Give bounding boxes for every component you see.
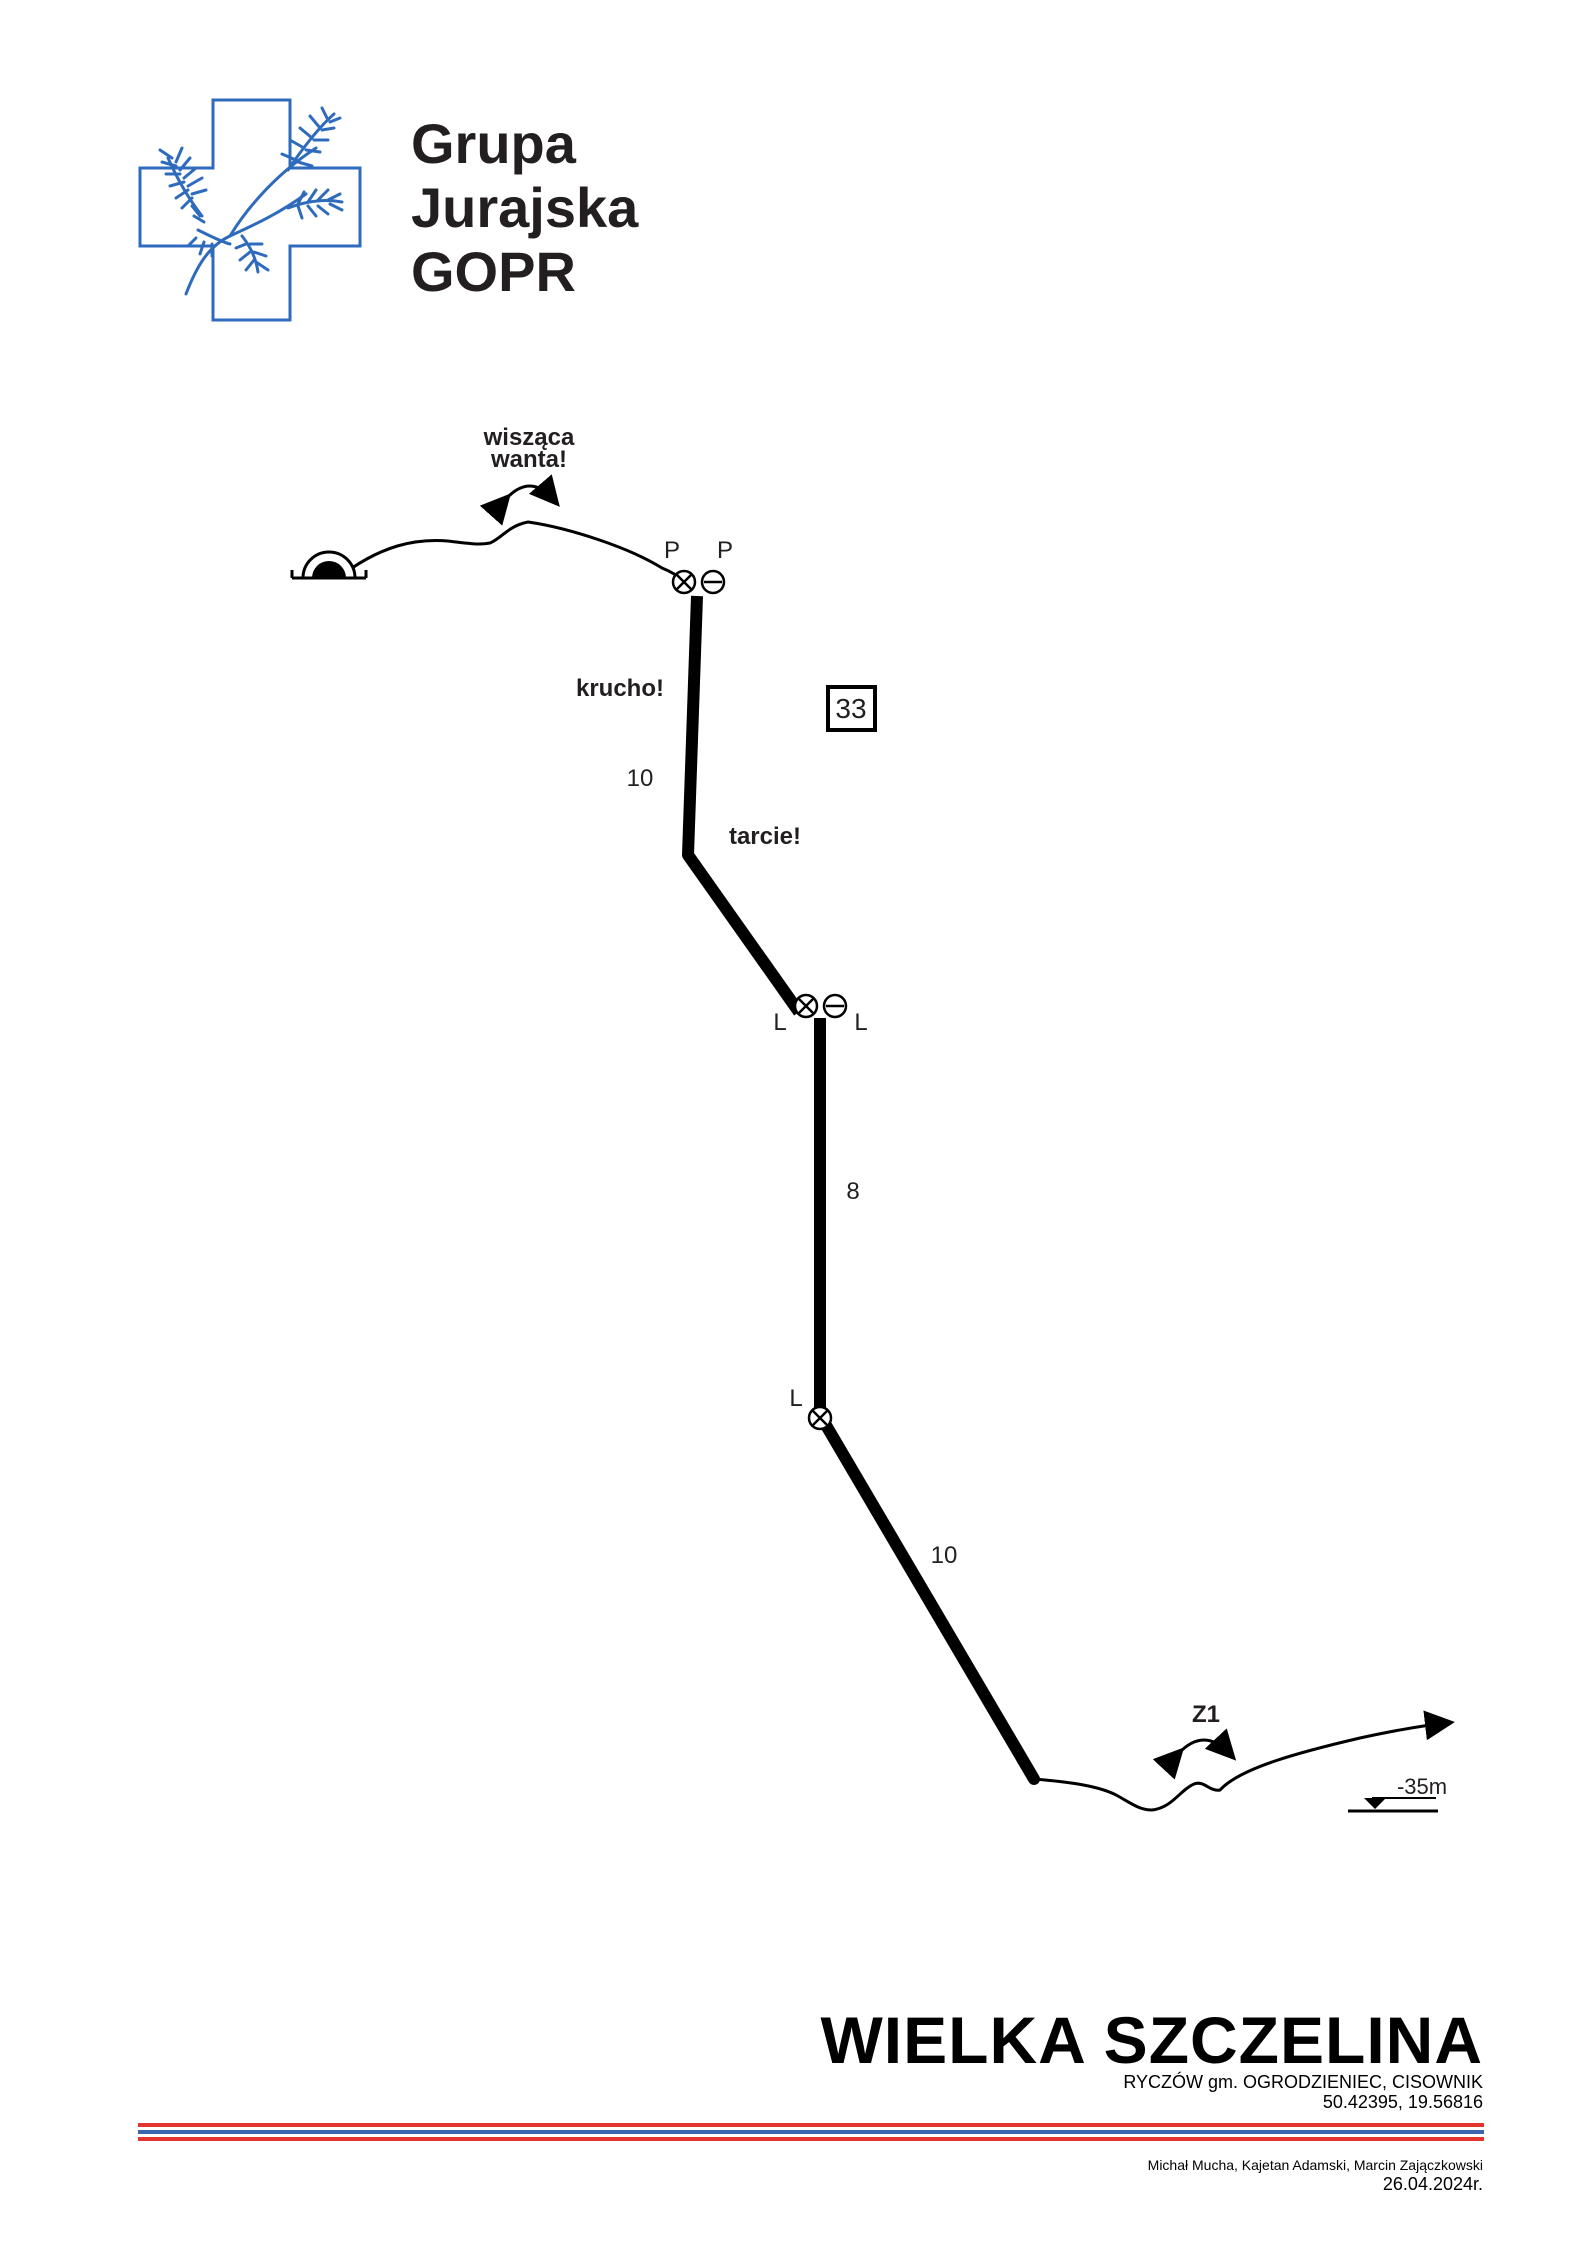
warning-brittle: krucho! (576, 675, 664, 702)
gopr-cross-pine-icon (138, 98, 362, 322)
swing-arrow-icon (1152, 1728, 1237, 1780)
survey-date: 26.04.2024r. (1382, 2174, 1483, 2194)
swing-arrow-icon (479, 474, 560, 526)
zone-label: Z1 (1192, 1701, 1220, 1728)
rope-pitch-1 (682, 595, 804, 1016)
warning-hanging-line2: wanta! (490, 446, 567, 473)
warning-hanging-line1: wisząca (483, 424, 575, 451)
anchor-bolt-icon (671, 569, 697, 595)
anchor-mid-left-label: L (773, 1009, 786, 1036)
anchor-top-right-label: P (717, 537, 733, 564)
pitch3-length: 10 (931, 1542, 958, 1569)
depth-label: -35m (1397, 1774, 1447, 1799)
rope-number-box (826, 685, 877, 732)
organization-name: Grupa Jurajska GOPR (411, 112, 638, 304)
org-line-1: Grupa (411, 112, 576, 175)
anchor-low-label: L (789, 1385, 802, 1412)
rope-pitch-3 (814, 1409, 1040, 1785)
cave-title-block: WIELKA SZCZELINA RYCZÓW gm. OGRODZIENIEC… (820, 2003, 1484, 2112)
anchor-mid-right-label: L (854, 1009, 867, 1036)
pitch1-length: 10 (627, 765, 654, 792)
rope-number: 33 (835, 693, 866, 724)
org-line-2: Jurajska (411, 176, 639, 239)
passage-line-top (351, 520, 685, 583)
stripe-red (138, 2123, 1484, 2127)
anchor-ring-icon (822, 993, 848, 1019)
org-line-3: GOPR (411, 240, 576, 303)
depth-marker-icon (1348, 1797, 1438, 1813)
stripe-blue (138, 2130, 1484, 2134)
passage-line-bottom (1033, 1710, 1455, 1812)
stripe-red (138, 2137, 1484, 2141)
anchor-bolt-icon (807, 1405, 833, 1431)
anchor-bolt-icon (793, 993, 819, 1019)
anchor-ring-icon (700, 569, 726, 595)
warning-friction: tarcie! (729, 823, 801, 850)
authors: Michał Mucha, Kajetan Adamski, Marcin Za… (1147, 2157, 1483, 2173)
cave-coordinates: 50.42395, 19.56816 (1322, 2092, 1483, 2112)
pitch2-length: 8 (846, 1178, 859, 1205)
cave-name: WIELKA SZCZELINA (820, 2003, 1483, 2077)
credits: Michał Mucha, Kajetan Adamski, Marcin Za… (1148, 2156, 1483, 2194)
anchor-top-left-label: P (664, 537, 680, 564)
cave-location: RYCZÓW gm. OGRODZIENIEC, CISOWNIK (1123, 2072, 1483, 2092)
flag-stripes (138, 2123, 1484, 2144)
gopr-logo (138, 98, 364, 324)
